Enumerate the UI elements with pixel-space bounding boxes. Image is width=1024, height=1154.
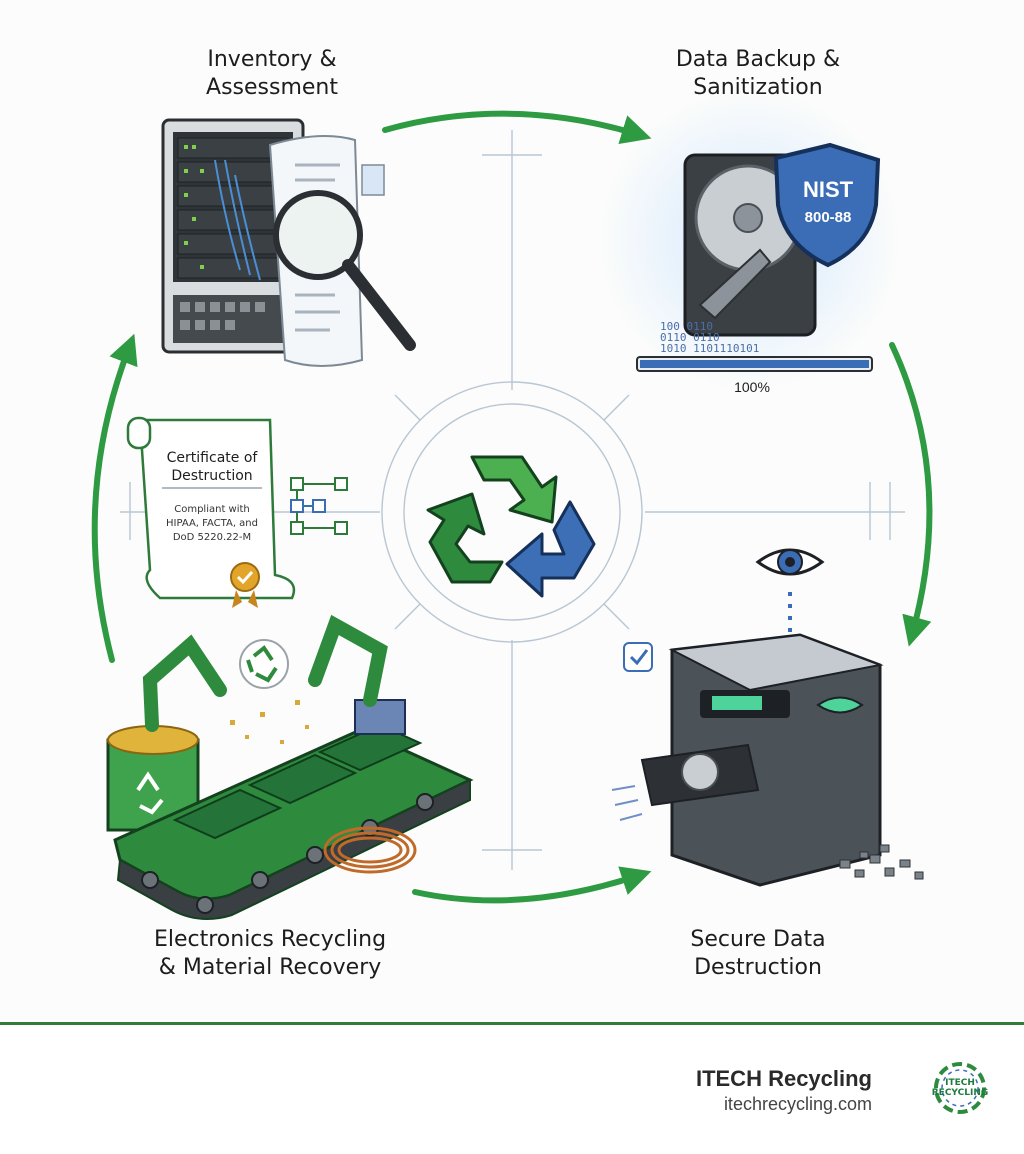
step-4-line-2: & Material Recovery (158, 955, 382, 980)
flow-diagram-icon (290, 477, 348, 535)
certificate-body-line-2: HIPAA, FACTA, and (166, 518, 258, 529)
brand-block: ITECH Recycling itechrecycling.com (696, 1066, 872, 1115)
step-label-inventory: Inventory & Assessment (172, 46, 372, 102)
certificate-title-line-1: Certificate of (167, 450, 259, 466)
progress-label: 100% (734, 379, 770, 395)
binary-line-2: 0110 0110 (660, 331, 720, 344)
step-label-destruction: Secure Data Destruction (648, 926, 868, 982)
step-3-line-1: Secure Data (690, 927, 826, 952)
binary-line-1: 100 0110 (660, 320, 713, 333)
step-1-line-2: Assessment (206, 75, 338, 100)
diagram-graphics: NIST 800-88 100 0110 0110 0110 1010 1101… (91, 90, 933, 920)
binary-line-3: 1010 1101110101 (660, 342, 759, 355)
certificate-body-line-3: DoD 5220.22-M (173, 532, 251, 543)
cycle-arrows (91, 110, 933, 904)
recycling-conveyor-illustration (106, 614, 474, 920)
arrow-right (889, 342, 933, 647)
shield-line-1: NIST (803, 177, 854, 202)
brand-url[interactable]: itechrecycling.com (723, 1094, 872, 1114)
step-2-line-2: Sanitization (693, 75, 823, 100)
step-label-recycling: Electronics Recycling & Material Recover… (120, 926, 420, 982)
footer-divider (0, 1022, 1024, 1025)
logo-line-1: ITECH (945, 1078, 975, 1088)
certificate-illustration (126, 416, 296, 608)
diagram-canvas: NIST 800-88 100 0110 0110 0110 1010 1101… (91, 46, 933, 982)
progress-fill (640, 360, 869, 368)
step-2-line-1: Data Backup & (675, 47, 841, 72)
logo-line-2: RECYCLING (931, 1088, 989, 1098)
step-3-line-2: Destruction (694, 955, 822, 980)
arrow-bottom (412, 866, 652, 904)
step-4-line-1: Electronics Recycling (153, 927, 387, 952)
server-inventory-illustration (161, 118, 416, 367)
recycle-icon (426, 455, 596, 598)
shield-line-2: 800-88 (805, 209, 852, 226)
step-label-sanitization: Data Backup & Sanitization (648, 46, 868, 102)
certificate-title-line-2: Destruction (171, 468, 252, 484)
shredder-illustration (611, 548, 924, 887)
hard-drive-shield-illustration (600, 90, 900, 390)
logo-ring-icon (934, 1062, 986, 1114)
arrow-left (91, 333, 138, 663)
certificate-body-line-1: Compliant with (174, 504, 250, 515)
arrow-top (382, 110, 652, 145)
brand-logo: ITECH RECYCLING (920, 1058, 1000, 1118)
brand-name: ITECH Recycling (695, 1066, 872, 1091)
step-1-line-1: Inventory & (207, 47, 337, 72)
